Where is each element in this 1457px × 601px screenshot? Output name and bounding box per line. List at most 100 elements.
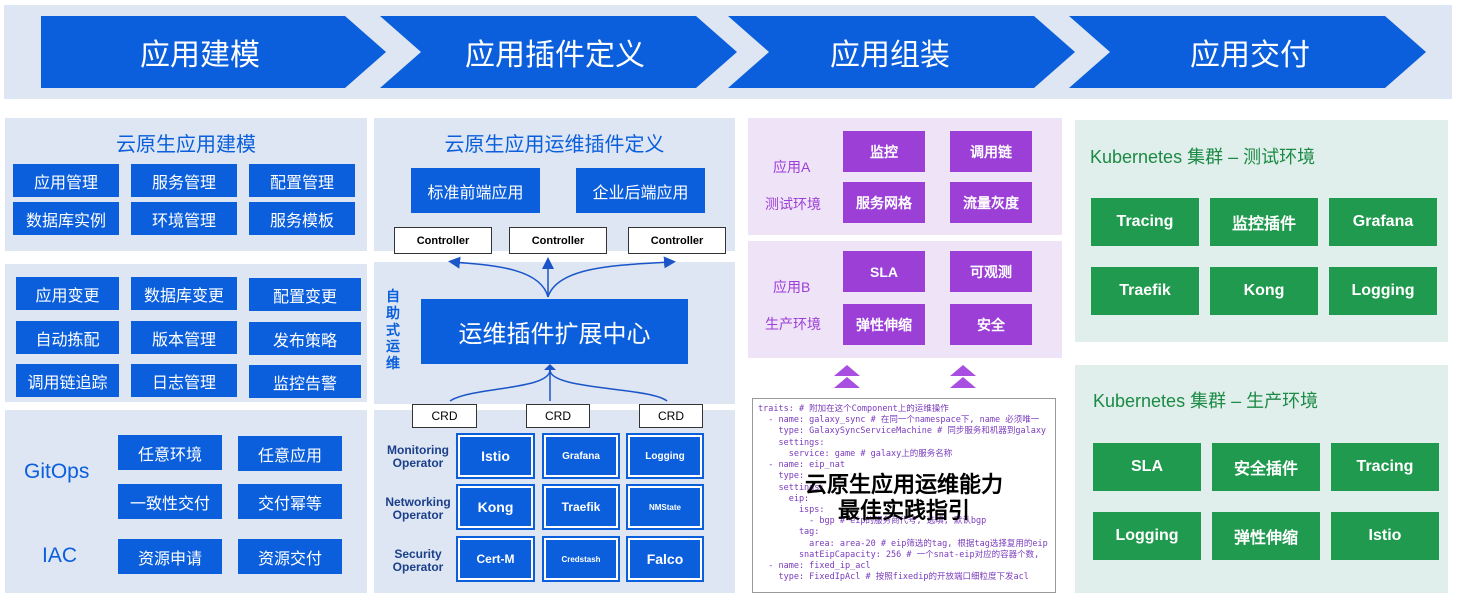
up-arrow-icon-2 <box>950 365 976 376</box>
app-b-env: 生产环境 <box>765 316 821 332</box>
stage-chevrons <box>41 16 1426 88</box>
stage-arrow-2 <box>380 16 737 88</box>
ops-item-2: 数据库变更 <box>131 277 237 310</box>
stage-arrow-4 <box>1069 16 1426 88</box>
code-line: settings: <box>758 437 825 448</box>
code-line: - bgp # eip的服务商代号, 选填, 默认bgp <box>758 516 987 527</box>
prod-cluster-title: Kubernetes 集群 – 生产环境 <box>1093 391 1319 411</box>
code-line: - name: fixed_ip_acl <box>758 561 871 572</box>
security-operator-label: Security Operator <box>392 547 444 575</box>
code-block: traits: # 附加在这个Component上的运维操作 - name: g… <box>758 404 1052 590</box>
code-line: type: <box>758 471 805 482</box>
modeling-item-6: 服务模板 <box>249 202 355 235</box>
test-item-1: Tracing <box>1091 198 1199 246</box>
operator-nmstate: NMState <box>626 484 704 530</box>
iac-item-1: 资源申请 <box>118 539 222 574</box>
app-b-name: 应用B <box>773 279 811 295</box>
app-a-env: 测试环境 <box>765 196 821 212</box>
ops-item-9: 监控告警 <box>249 365 361 398</box>
ops-item-4: 自动拣配 <box>16 321 119 354</box>
code-line: type: FixedIpAcl # 按照fixedip的开放端口细粒度下发ac… <box>758 572 1029 583</box>
app-a-item-2: 调用链 <box>950 131 1032 172</box>
code-line: snatEipCapacity: 256 # 一个snat-eip对应的容器个数… <box>758 549 1040 560</box>
stage-arrow-1 <box>41 16 386 88</box>
ops-item-3: 配置变更 <box>249 278 361 311</box>
iac-item-2: 资源交付 <box>238 539 342 574</box>
test-item-5: Kong <box>1210 267 1318 315</box>
code-line: type: GalaxySyncServiceMachine # 同步服务和机器… <box>758 426 1047 437</box>
up-arrow-icon-2b <box>950 377 976 388</box>
test-item-6: Logging <box>1329 267 1437 315</box>
prod-item-4: Logging <box>1093 512 1201 560</box>
ops-item-6: 发布策略 <box>249 322 361 355</box>
code-line: eip: <box>758 493 810 504</box>
crd-1: CRD <box>412 404 477 428</box>
app-b-item-4: 安全 <box>950 304 1032 345</box>
app-frontend: 标准前端应用 <box>411 168 540 213</box>
code-line: - name: galaxy_sync # 在同一个namespace下, na… <box>758 415 1040 426</box>
operator-cert-m: Cert-M <box>456 536 535 582</box>
operator-logging: Logging <box>626 433 704 479</box>
plugin-connectors <box>448 256 676 402</box>
stage-label-3: 应用组装 <box>830 39 950 72</box>
controller-3: Controller <box>628 227 726 254</box>
app-b-item-3: 弹性伸缩 <box>843 304 925 345</box>
gitops-item-4: 交付幂等 <box>238 484 342 519</box>
code-line: settings: <box>758 482 825 493</box>
code-line: tag: <box>758 527 820 538</box>
prod-item-3: Tracing <box>1331 443 1439 491</box>
up-arrow-icon-1 <box>834 365 860 376</box>
modeling-item-2: 服务管理 <box>131 164 237 197</box>
controller-2: Controller <box>509 227 607 254</box>
app-a-name: 应用A <box>773 159 811 175</box>
operator-traefik: Traefik <box>542 484 620 530</box>
modeling-item-5: 环境管理 <box>131 202 237 235</box>
up-arrow-icon-1b <box>834 377 860 388</box>
stage-label-1: 应用建模 <box>140 39 260 72</box>
operator-istio: Istio <box>456 433 535 479</box>
modeling-item-3: 配置管理 <box>249 164 355 197</box>
code-line: isps: <box>758 504 825 515</box>
ops-item-5: 版本管理 <box>131 321 237 354</box>
gitops-item-2: 任意应用 <box>238 436 342 471</box>
iac-label: IAC <box>42 544 78 567</box>
operator-falco: Falco <box>626 536 704 582</box>
code-line: service: game # galaxy上的服务名称 <box>758 448 953 459</box>
monitoring-operator-label: Monitoring Operator <box>387 443 449 471</box>
test-item-4: Traefik <box>1091 267 1199 315</box>
operator-kong: Kong <box>456 484 535 530</box>
crd-3: CRD <box>639 404 703 428</box>
prod-item-2: 安全插件 <box>1212 443 1320 491</box>
test-cluster-title: Kubernetes 集群 – 测试环境 <box>1090 147 1316 167</box>
prod-item-6: Istio <box>1331 512 1439 560</box>
prod-item-1: SLA <box>1093 443 1201 491</box>
test-item-2: 监控插件 <box>1210 198 1318 246</box>
operator-credstash: Credstash <box>542 536 620 582</box>
app-a-item-4: 流量灰度 <box>950 182 1032 223</box>
test-item-3: Grafana <box>1329 198 1437 246</box>
best-practice-line-1: 云原生应用运维能力 <box>804 472 1003 497</box>
best-practice-line-2: 最佳实践指引 <box>837 498 970 523</box>
self-service-label: 自助式运维 <box>386 288 400 372</box>
stage-label-4: 应用交付 <box>1190 39 1310 72</box>
up-arrow-icons <box>834 365 976 388</box>
controller-1: Controller <box>394 227 492 254</box>
ops-item-1: 应用变更 <box>16 277 119 310</box>
ops-item-7: 调用链追踪 <box>16 364 119 397</box>
crd-2: CRD <box>526 404 590 428</box>
gitops-item-1: 任意环境 <box>118 435 222 470</box>
app-backend: 企业后端应用 <box>576 168 705 213</box>
code-panel <box>752 398 1056 593</box>
modeling-item-1: 应用管理 <box>13 164 119 197</box>
stage-arrow-3 <box>728 16 1075 88</box>
networking-operator-label: Networking Operator <box>385 495 451 523</box>
ops-item-8: 日志管理 <box>131 364 237 397</box>
app-b-item-2: 可观测 <box>950 251 1032 292</box>
app-a-item-3: 服务网格 <box>843 182 925 223</box>
app-a-item-1: 监控 <box>843 131 925 172</box>
extension-center: 运维插件扩展中心 <box>421 299 688 364</box>
gitops-label: GitOps <box>24 460 90 483</box>
code-line: area: area-20 # eip筛选的tag, 根据tag选择复用的eip <box>758 538 1048 549</box>
prod-item-5: 弹性伸缩 <box>1212 512 1320 560</box>
code-line: - name: eip_nat <box>758 460 845 471</box>
